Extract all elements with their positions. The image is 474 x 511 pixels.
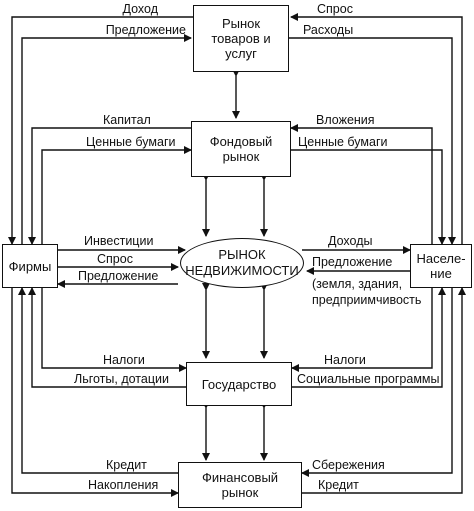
arrow-social-programs [292,287,446,388]
arrow-savings-left [11,288,179,497]
label-taxes-left: Налоги [103,353,145,367]
arrow-securities-right [291,149,446,245]
label-investments-left: Инвестиции [84,234,154,248]
label-supply-left: Предложение [78,269,159,283]
arrow-income-top [8,16,193,245]
arrow-supply-top [21,34,192,244]
label-demand-left: Спрос [97,252,133,266]
node-stock-market: Фондовый рынок [191,121,291,177]
arrow-capital [28,127,191,245]
label-savings-right: Сбережения [312,458,385,472]
arrow-expenses-top [289,37,456,245]
label-supply-top: Предложение [105,23,186,37]
label-supply-detail-1: (земля, здания, [312,277,403,291]
label-capital: Капитал [103,113,151,127]
arrow-credit-right [302,287,466,494]
label-credit-right: Кредит [318,478,359,492]
node-goods-market: Рынок товаров и услуг [193,5,289,72]
arrow-savings-right [301,288,453,477]
label-benefits: Льготы, дотации [74,372,169,386]
label-social-programs: Социальные программы [297,372,440,386]
label-supply-right: Предложение [312,255,393,269]
label-incomes-right: Доходы [328,234,373,248]
label-demand-top: Спрос [317,2,353,16]
arrow-securities-left [41,146,192,244]
label-taxes-right: Налоги [324,353,366,367]
label-income-top: Доход [122,2,159,16]
node-firms: Фирмы [2,244,58,288]
node-real-estate: РЫНОК НЕДВИЖИМОСТИ [180,238,304,288]
arrow-benefits [28,287,186,388]
arrow-demand-top [290,13,463,244]
label-supply-detail-2: предприимчивость [312,293,422,307]
node-financial-market: Финансовый рынок [178,462,302,508]
label-credit-left: Кредит [106,458,147,472]
node-population: Населе- ние [410,244,472,288]
arrow-taxes-right [291,288,433,372]
label-expenses-top: Расходы [303,23,354,37]
label-securities-right: Ценные бумаги [298,135,388,149]
label-securities-left: Ценные бумаги [86,135,176,149]
node-state: Государство [186,362,292,406]
label-investments-right: Вложения [316,113,375,127]
arrow-investments-right [290,124,433,244]
label-savings-left: Накопления [88,478,159,492]
arrow-credit-left [18,287,178,474]
arrow-taxes-left [41,288,187,372]
